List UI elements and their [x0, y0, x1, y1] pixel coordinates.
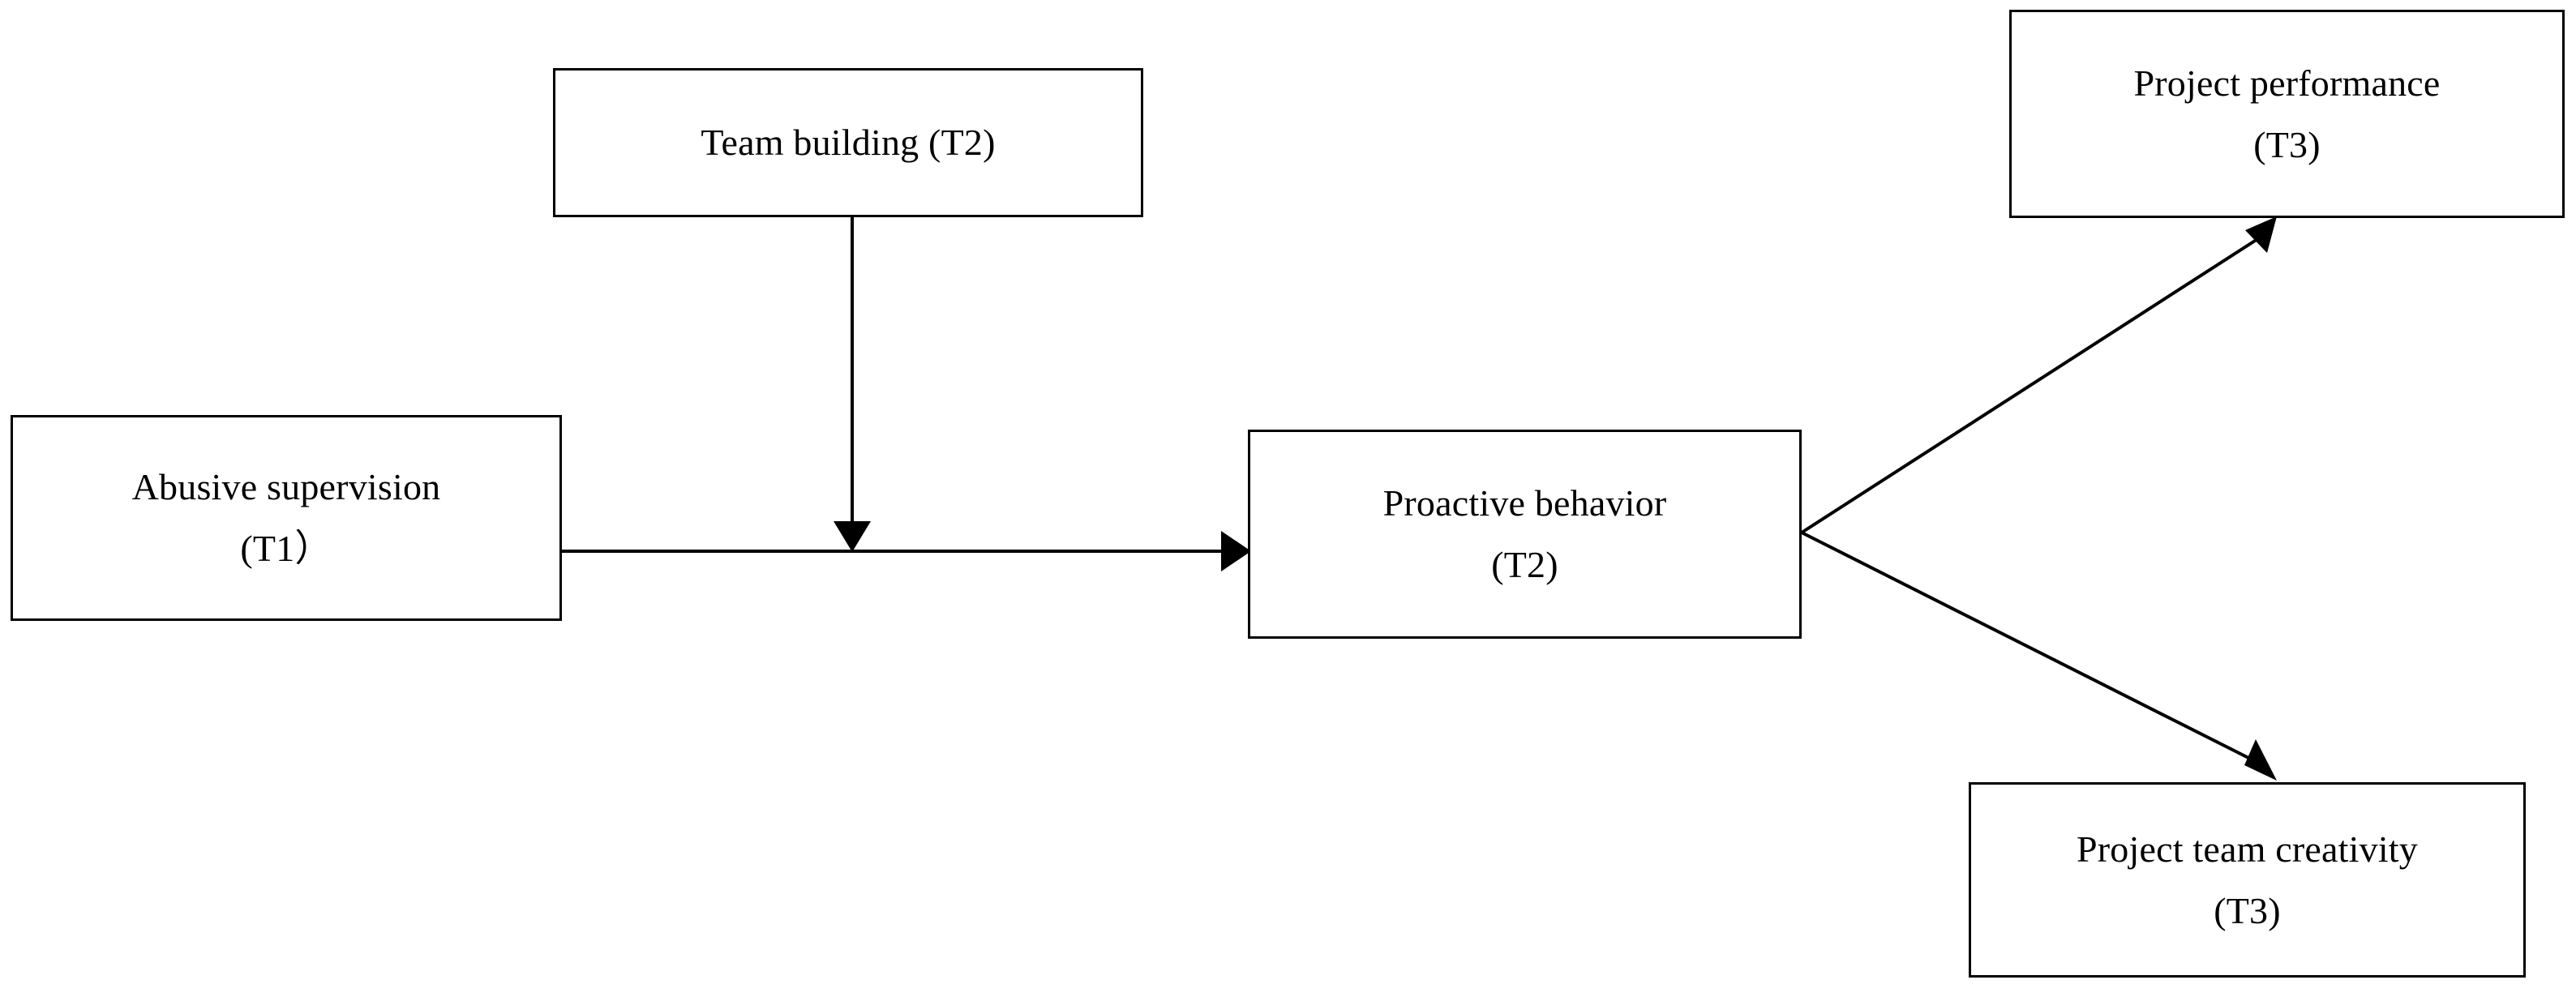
edge-line-proactive-to-performance — [1800, 232, 2268, 534]
arrowhead-into-proactive-behavior — [1221, 531, 1251, 571]
node-project-performance: Project performance (T3) — [2009, 10, 2565, 218]
node-project-performance-line2: (T3) — [2253, 123, 2321, 165]
node-project-team-creativity-line1: Project team creativity — [2077, 828, 2418, 870]
node-project-team-creativity-line2: (T3) — [2214, 889, 2281, 931]
node-abusive-supervision-line1: Abusive supervision — [131, 466, 441, 507]
node-proactive-behavior-line2: (T2) — [1491, 544, 1558, 585]
edge-abusive-supervision-to-proactive-behavior — [562, 531, 1251, 571]
arrowhead-into-project-team-creativity — [2244, 739, 2277, 781]
node-abusive-supervision-line2: (T1） — [240, 528, 332, 569]
node-project-performance-line1: Project performance — [2133, 62, 2441, 104]
arrowhead-into-project-performance — [2245, 216, 2277, 253]
node-proactive-behavior: Proactive behavior (T2) — [1248, 430, 1802, 639]
edge-proactive-behavior-to-project-team-creativity — [1801, 531, 2277, 781]
node-proactive-behavior-line1: Proactive behavior — [1382, 482, 1667, 524]
edge-line-proactive-to-creativity — [1801, 531, 2265, 768]
edge-proactive-behavior-to-project-performance — [1800, 216, 2277, 534]
node-team-building-line1: Team building (T2) — [701, 122, 996, 163]
arrowhead-team-building-moderator — [834, 521, 871, 552]
node-team-building: Team building (T2) — [553, 68, 1143, 217]
node-project-team-creativity: Project team creativity (T3) — [1969, 782, 2526, 978]
edge-team-building-moderator — [834, 217, 871, 552]
node-abusive-supervision: Abusive supervision (T1） — [11, 415, 562, 621]
